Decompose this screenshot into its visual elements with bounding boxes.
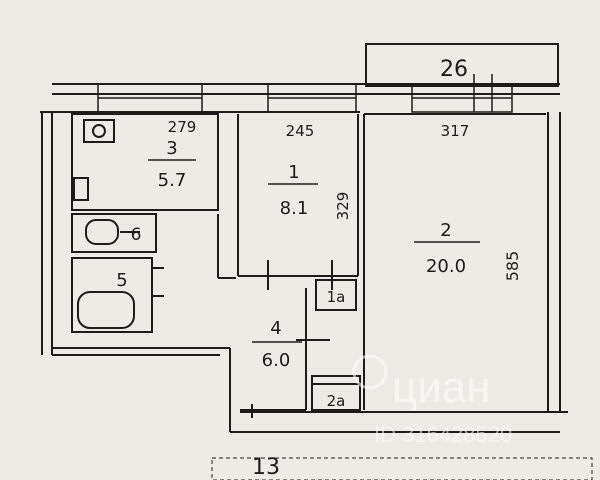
- room-3-number: 3: [166, 138, 177, 159]
- balcony-outline: [365, 43, 559, 87]
- room-4-number: 4: [270, 318, 281, 339]
- room-2a-walls: [311, 375, 361, 411]
- dimension-room2-depth: 585: [503, 251, 522, 282]
- room-1-walls: [237, 114, 359, 290]
- room-3-area: 5.7: [158, 170, 187, 191]
- dimension-room1-width: 245: [286, 122, 315, 140]
- room-6-walls: [71, 213, 157, 253]
- watermark-brand: циан: [392, 363, 491, 412]
- label-underlines: [148, 159, 480, 343]
- room-1a-number: 1а: [327, 288, 346, 306]
- dimension-room3-width: 279: [168, 118, 197, 136]
- room-2-number: 2: [440, 220, 451, 241]
- room-1a-walls: [315, 279, 357, 311]
- lower-floor-outline: [211, 457, 593, 480]
- room-5-walls: [71, 257, 164, 333]
- room-6-number: 6: [131, 225, 142, 245]
- dimension-room1-depth: 329: [334, 192, 352, 221]
- watermark-id: ID 316428520: [374, 422, 512, 447]
- room-2-walls: [363, 113, 546, 410]
- dimension-room2-width: 317: [441, 122, 470, 140]
- room-5-number: 5: [116, 270, 127, 291]
- room-2a-number: 2а: [327, 392, 346, 410]
- room-2-area: 20.0: [426, 256, 466, 277]
- room-3-walls: [71, 113, 219, 211]
- room-1-area: 8.1: [280, 198, 309, 219]
- room-4-walls: [217, 214, 330, 418]
- room-13-number: 13: [252, 455, 280, 480]
- room-4-area: 6.0: [262, 350, 291, 371]
- windows: [97, 74, 513, 113]
- room-26-number: 26: [440, 57, 468, 82]
- room-1-number: 1: [288, 162, 299, 183]
- watermark: циан ID 316428520: [352, 354, 512, 447]
